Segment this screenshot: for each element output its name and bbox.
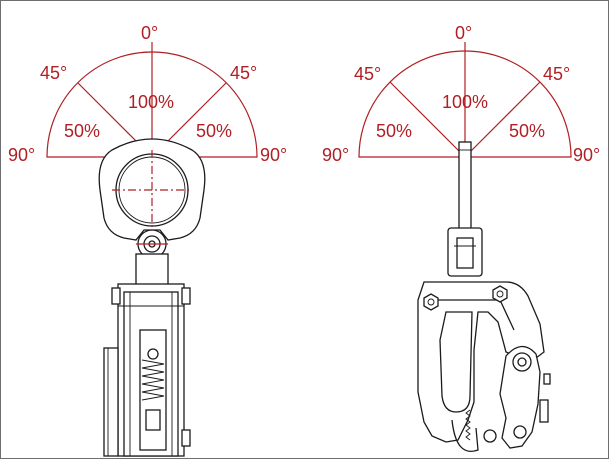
left-label-0: 0° (141, 23, 158, 43)
left-spring-anchor (147, 348, 159, 360)
left-label-50-left: 50% (64, 121, 100, 141)
right-cam-teeth (465, 409, 471, 441)
right-shackle-slot (456, 237, 474, 269)
left-cam (145, 409, 161, 431)
left-cam-slot (139, 329, 167, 451)
right-protractor-45-left (389, 81, 466, 158)
right-jaw-opening (439, 311, 473, 413)
left-bolt-top-left (111, 287, 121, 305)
right-handle-stub (539, 399, 549, 423)
left-bolt-bottom-right (181, 429, 191, 447)
left-label-100: 100% (128, 92, 174, 112)
left-spring (141, 359, 165, 401)
right-handle-knob (543, 373, 551, 385)
right-label-90-left: 90° (322, 145, 349, 165)
left-label-90-left: 90° (8, 145, 35, 165)
left-label-45-right: 45° (230, 63, 257, 83)
right-cam-lever (499, 345, 541, 449)
right-protractor-arc (358, 50, 572, 158)
right-hex-bolt-right (492, 285, 508, 303)
right-label-0: 0° (455, 23, 472, 43)
right-label-50-left: 50% (376, 121, 412, 141)
right-label-50-right: 50% (509, 121, 545, 141)
right-hex-bolt-right-center (496, 290, 504, 298)
right-shackle-bar (458, 141, 472, 243)
right-diagram: 0° 45° 45° 90° 90° 100% 50% 50% (322, 23, 600, 452)
right-lower-bolt-2 (513, 425, 527, 439)
left-body-inner (123, 291, 179, 457)
right-lower-bolt (483, 429, 497, 443)
left-bolt-top-right (181, 287, 191, 305)
right-protractor-45-right (464, 81, 541, 158)
right-label-45-left: 45° (354, 64, 381, 84)
right-cam-pivot (512, 352, 532, 372)
right-clamp-drawing (417, 141, 551, 452)
right-label-45-right: 45° (543, 64, 570, 84)
left-label-50-right: 50% (196, 121, 232, 141)
right-jaw-bottom (451, 419, 479, 452)
left-clamp-drawing (98, 138, 206, 457)
left-diagram: 0° 45° 45° 90° 90° 100% 50% 50% (8, 23, 287, 457)
right-label-100: 100% (442, 92, 488, 112)
right-hex-bolt-left-center (427, 298, 435, 306)
left-side-handle (103, 347, 119, 457)
left-label-45-left: 45° (40, 63, 67, 83)
right-shackle-eye (447, 227, 483, 277)
left-protractor-arc (46, 51, 258, 158)
right-label-90-right: 90° (573, 145, 600, 165)
right-cam-pivot-center (517, 357, 527, 367)
left-label-90-right: 90° (260, 145, 287, 165)
right-protractor (358, 42, 572, 158)
right-hex-bolt-left (423, 293, 439, 311)
